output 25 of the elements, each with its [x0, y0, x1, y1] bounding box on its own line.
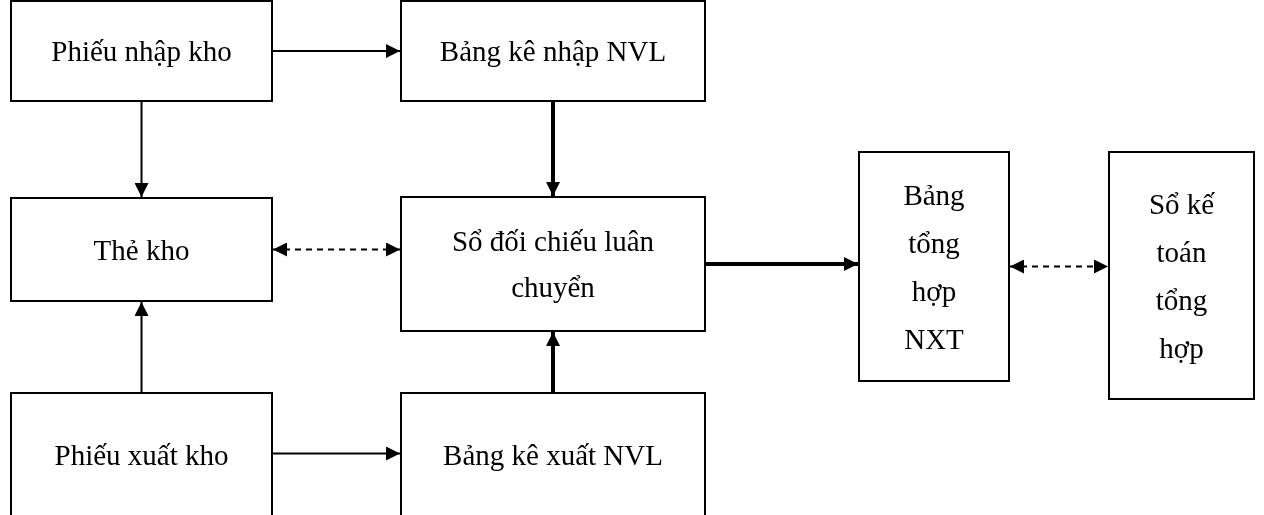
- box-label: Bảng kê xuất NVL: [442, 438, 664, 473]
- arrow: [272, 242, 401, 257]
- arrow: [134, 101, 149, 198]
- process-box: [10, 392, 273, 515]
- process-box: [10, 197, 273, 302]
- arrow: [272, 44, 401, 58]
- arrow: [1009, 259, 1109, 274]
- box-label: Thẻ kho: [92, 232, 191, 268]
- arrow: [706, 257, 858, 271]
- box-label: Bảng tổng hợp NXT: [902, 177, 966, 357]
- box-label: Bảng kê nhập NVL: [438, 34, 668, 69]
- process-box: [10, 0, 273, 102]
- process-box: [400, 0, 706, 102]
- box-label: Phiếu nhập kho: [50, 34, 233, 69]
- box-label: Sổ kế toán tổng hợp: [1147, 186, 1216, 366]
- arrow: [546, 102, 560, 196]
- box-label: Sổ đối chiếu luân chuyển: [450, 224, 656, 305]
- process-box: [1108, 151, 1255, 400]
- process-box: [400, 392, 706, 515]
- arrow: [134, 301, 149, 393]
- arrow: [546, 332, 560, 392]
- arrow: [272, 446, 401, 461]
- box-label: Phiếu xuất kho: [53, 438, 230, 473]
- process-box: [400, 196, 706, 332]
- process-box: [858, 151, 1010, 382]
